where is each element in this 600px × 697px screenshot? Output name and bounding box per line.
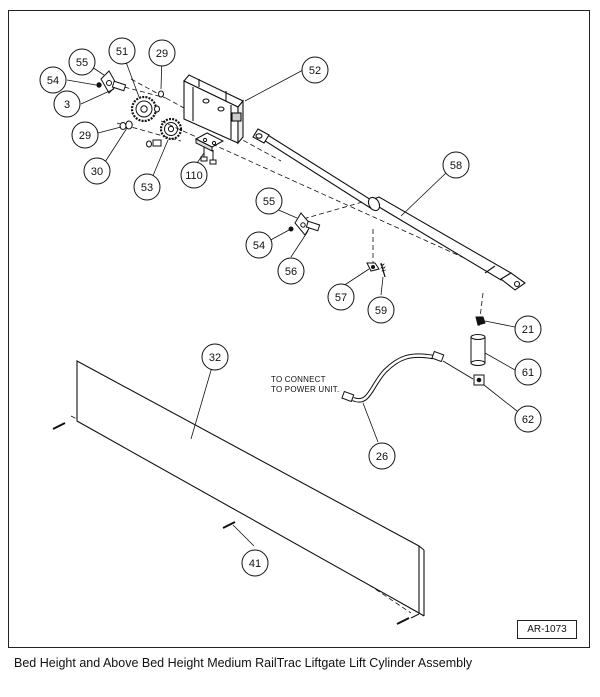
callout-label: 54 [253,240,265,252]
callout-label: 55 [263,196,275,208]
callout-55: 55 [68,48,96,76]
callout-label: 26 [376,451,388,463]
washers [119,90,164,148]
small-bracket [194,132,225,165]
callout-circle [301,56,329,84]
callout-circle [108,37,136,65]
callout-3: 3 [53,90,81,118]
callout-circle [514,315,542,343]
hydraulic-hose [341,350,474,403]
callout-circle [514,405,542,433]
callout-51: 51 [108,37,136,65]
callout-label: 52 [309,65,321,77]
callout-label: 32 [209,352,221,364]
callout-54: 54 [245,231,273,259]
callout-label: 58 [450,160,462,172]
lever-arm-upper [96,70,127,94]
callout-label: 54 [47,75,59,87]
lever-arm-middle [288,212,321,236]
callout-label: 53 [141,182,153,194]
callout-53: 53 [133,173,161,201]
callout-62: 62 [514,405,542,433]
callout-56: 56 [277,257,305,285]
callout-circle [71,121,99,149]
callout-label: 57 [335,292,347,304]
figure-caption: Bed Height and Above Bed Height Medium R… [14,656,473,670]
callout-circle [53,90,81,118]
callout-29: 29 [71,121,99,149]
callout-32: 32 [201,343,229,371]
callout-label: 62 [522,414,534,426]
callout-30: 30 [83,157,111,185]
callout-label: 55 [76,57,88,69]
diagram-frame: 55 51 29 52 54 3 29 30 53 110 58 55 54 56 57 59 21 32 61 26… [8,10,590,648]
callout-21: 21 [514,315,542,343]
callout-circle [241,549,269,577]
callout-circle [245,231,273,259]
callouts-layer: 55 51 29 52 54 3 29 30 53 110 58 55 54 56 57 59 21 32 61 26… [39,37,542,577]
callout-label: 51 [116,46,128,58]
cover-panel [76,360,425,617]
callout-circle [148,39,176,67]
mounting-bracket [183,74,244,145]
callout-label: 110 [185,170,203,182]
sprocket-large [130,95,158,123]
callout-26: 26 [368,442,396,470]
callout-59: 59 [367,296,395,324]
power-unit-note: TO CONNECT TO POWER UNIT. [271,375,339,394]
callout-circle [133,173,161,201]
callout-circle [180,161,208,189]
callout-circle [39,66,67,94]
callout-55: 55 [255,187,283,215]
drawing-number: AR-1073 [517,620,577,639]
callout-circle [277,257,305,285]
callout-label: 29 [156,48,168,60]
note-line-2: TO POWER UNIT. [271,385,339,394]
callout-57: 57 [327,283,355,311]
callout-circle [327,283,355,311]
callout-label: 3 [64,99,70,111]
lift-cylinder [252,128,526,291]
callout-label: 61 [522,367,534,379]
callout-circle [255,187,283,215]
callout-58: 58 [442,151,470,179]
callout-label: 21 [522,324,534,336]
callout-52: 52 [301,56,329,84]
callout-label: 41 [249,558,261,570]
callout-29: 29 [148,39,176,67]
exploded-parts-diagram: 55 51 29 52 54 3 29 30 53 110 58 55 54 56 57 59 21 32 61 26… [39,37,542,625]
vertical-fittings [470,316,486,386]
callout-61: 61 [514,358,542,386]
callout-circle [367,296,395,324]
note-line-1: TO CONNECT [271,375,326,384]
callout-label: 56 [285,266,297,278]
callout-circle [442,151,470,179]
callout-circle [68,48,96,76]
callout-circle [83,157,111,185]
callout-circle [368,442,396,470]
sprocket-small [159,117,183,141]
callout-label: 59 [375,305,387,317]
callout-41: 41 [241,549,269,577]
callout-circle [514,358,542,386]
callout-circle [201,343,229,371]
callout-54: 54 [39,66,67,94]
callout-label: 29 [79,130,91,142]
fitting-and-screw [366,262,387,278]
panel-screws [52,422,420,625]
callout-110: 110 [180,161,208,189]
callout-label: 30 [91,166,103,178]
